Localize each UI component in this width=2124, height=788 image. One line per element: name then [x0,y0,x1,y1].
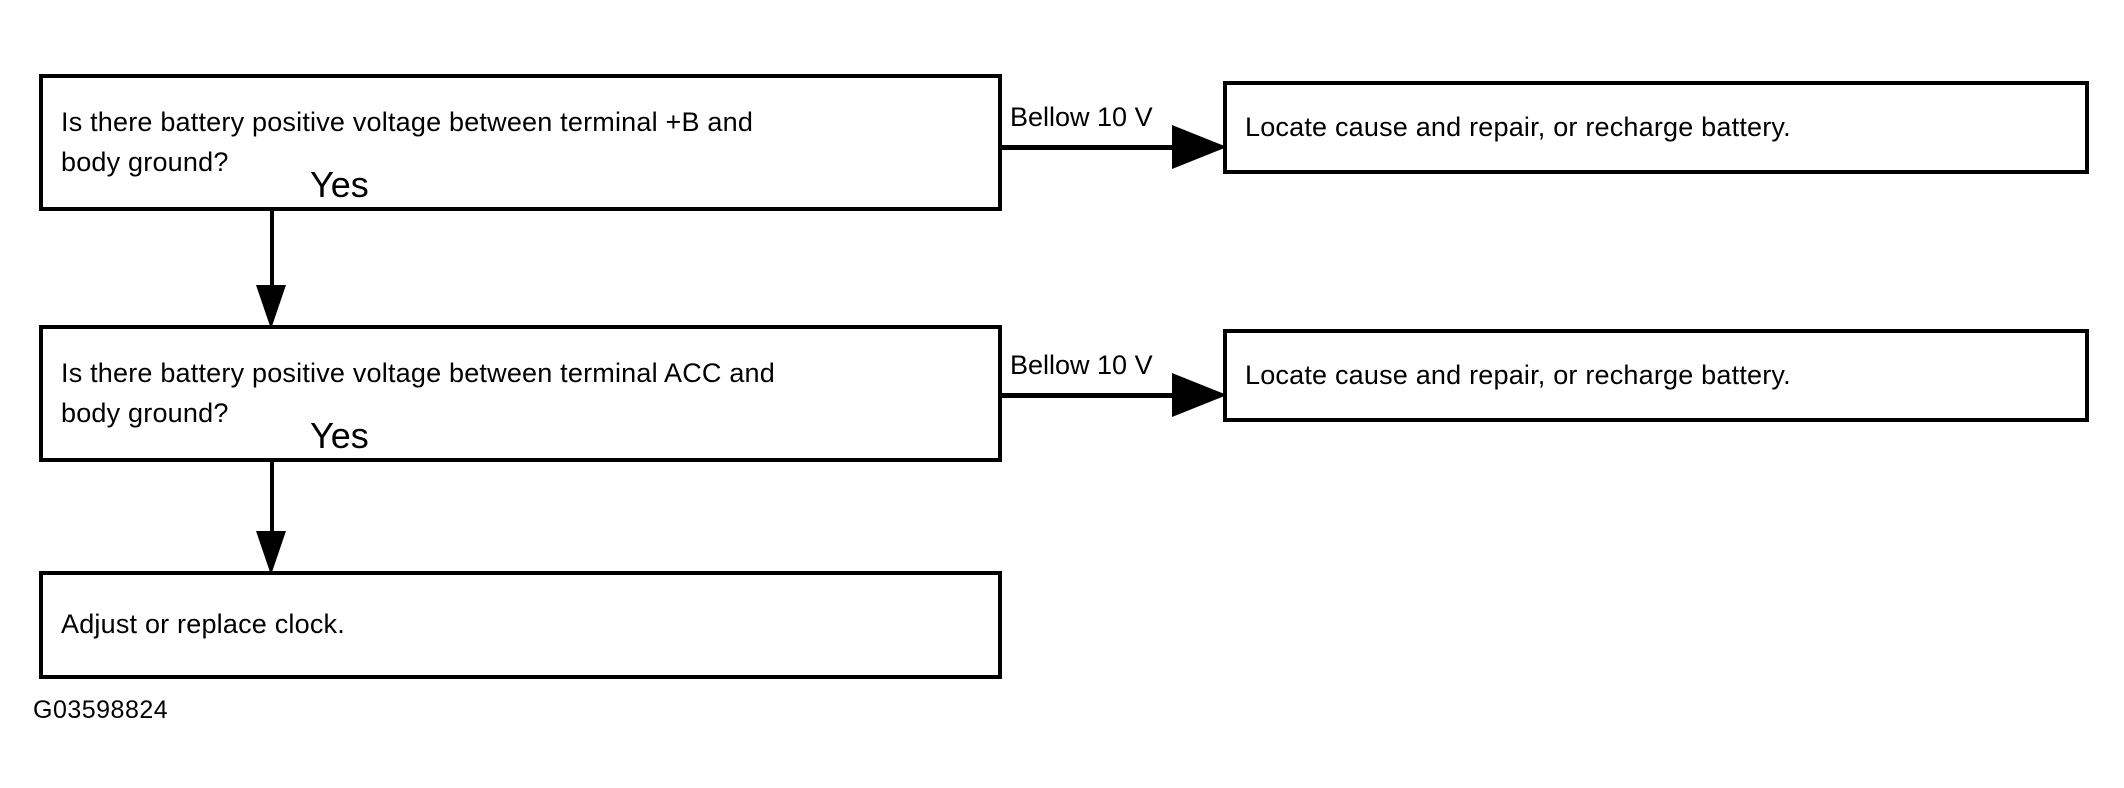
arrowhead-down-icon [256,285,286,329]
connector-line-vertical [270,462,274,543]
flowchart-node-question-2-label: Is there battery positive voltage betwee… [61,358,775,428]
flowchart-node-result-2: Locate cause and repair, or recharge bat… [1223,329,2089,422]
flowchart-edge-bellow-1-label: Bellow 10 V [1010,102,1153,132]
connector-line-vertical [270,211,274,287]
connector-line-horizontal [1002,145,1180,150]
arrowhead-right-icon [1172,373,1227,417]
flowchart-node-result-1-label: Locate cause and repair, or recharge bat… [1245,111,1791,142]
flowchart-node-result-2-label: Locate cause and repair, or recharge bat… [1245,359,1791,390]
flowchart-node-end-label: Adjust or replace clock. [61,609,345,640]
flowchart-node-result-1: Locate cause and repair, or recharge bat… [1223,81,2089,174]
flowchart-edge-yes-2-label: Yes [310,415,369,456]
arrowhead-right-icon [1172,125,1227,169]
flowchart-node-question-1-label: Is there battery positive voltage betwee… [61,107,754,177]
flowchart-node-end: Adjust or replace clock. [39,571,1002,679]
flowchart-edge-bellow-2-label: Bellow 10 V [1010,350,1153,380]
flowchart-node-question-1: Is there battery positive voltage betwee… [39,74,1002,211]
arrowhead-down-icon [256,531,286,575]
flowchart-node-question-2: Is there battery positive voltage betwee… [39,325,1002,462]
flowchart-edge-yes-1-label: Yes [310,164,369,205]
connector-line-horizontal [1002,393,1180,398]
figure-reference-code: G03598824 [33,696,169,724]
